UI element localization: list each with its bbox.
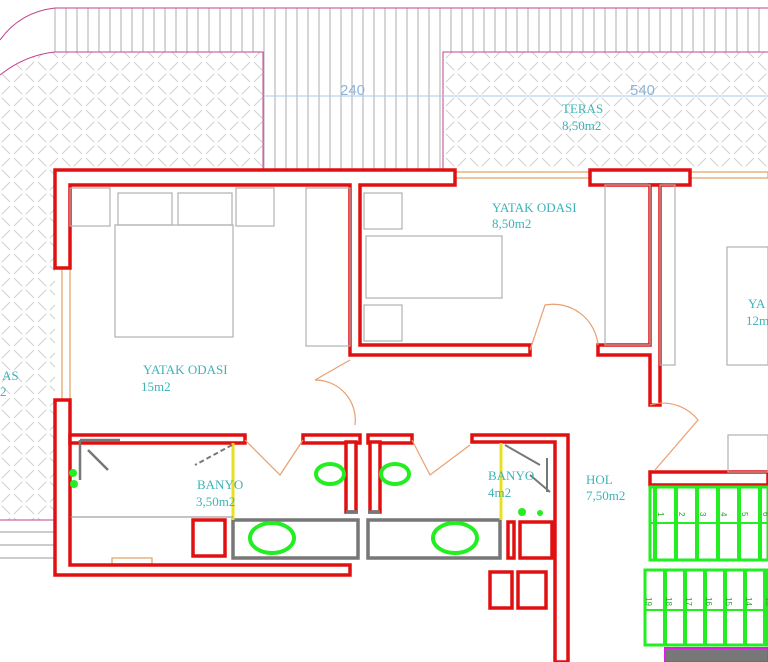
furniture bbox=[69, 184, 768, 473]
left-steps bbox=[0, 519, 55, 559]
stair-step-number: 14 bbox=[744, 597, 753, 606]
bath-fixtures bbox=[69, 438, 551, 560]
teras-area: 8,50m2 bbox=[562, 118, 601, 133]
stair-step-number: 3 bbox=[698, 512, 707, 517]
teras-left-name: AS bbox=[2, 368, 19, 383]
doors bbox=[244, 303, 699, 476]
stair-step-number: 5 bbox=[740, 512, 749, 517]
bedroom-master-name: YATAK ODASI bbox=[143, 362, 228, 377]
stair-step-number: 13 bbox=[764, 597, 768, 606]
bedroom-small-name: YATAK ODASI bbox=[492, 200, 577, 215]
stair-step-number: 4 bbox=[719, 512, 728, 517]
bedroom-right-name: YA bbox=[748, 296, 766, 311]
staircase: 1 2 3 4 5 6 19 18 17 16 15 14 13 bbox=[643, 485, 768, 662]
terrace-edge bbox=[0, 51, 768, 170]
single-bed bbox=[365, 235, 503, 299]
wardrobe bbox=[305, 187, 351, 347]
bath-right-area: 4m2 bbox=[488, 485, 511, 500]
stair-step-number: 2 bbox=[677, 512, 686, 517]
bath-left-area: 3,50m2 bbox=[196, 494, 235, 509]
teras-name: TERAS bbox=[562, 101, 603, 116]
bath-left-name: BANYO bbox=[197, 477, 243, 492]
teras-left-area: 2 bbox=[0, 384, 7, 399]
stair-step-number: 17 bbox=[684, 597, 693, 606]
stair-step-number: 16 bbox=[704, 597, 713, 606]
bath-right-name: BANYO bbox=[488, 468, 534, 483]
double-bed bbox=[114, 224, 234, 338]
room-labels: TERAS 8,50m2 AS 2 YATAK ODASI 8,50m2 YAT… bbox=[0, 101, 768, 509]
dimension-240: 240 bbox=[340, 82, 365, 99]
hall-name: HOL bbox=[586, 472, 613, 487]
deck bbox=[54, 8, 760, 170]
stair-step-number: 18 bbox=[664, 597, 673, 606]
dimension-540: 540 bbox=[630, 82, 655, 99]
bedroom-right-area: 12m bbox=[746, 313, 768, 328]
stair-step-number: 1 bbox=[656, 512, 665, 517]
stair-step-number: 19 bbox=[644, 597, 653, 606]
hall-area: 7,50m2 bbox=[586, 488, 625, 503]
bedroom-small-area: 8,50m2 bbox=[492, 216, 531, 231]
walls bbox=[53, 168, 768, 662]
stair-step-number: 15 bbox=[724, 597, 733, 606]
bedroom-master-area: 15m2 bbox=[141, 379, 171, 394]
deck-edge bbox=[0, 7, 768, 41]
stair-step-number: 6 bbox=[761, 512, 768, 517]
